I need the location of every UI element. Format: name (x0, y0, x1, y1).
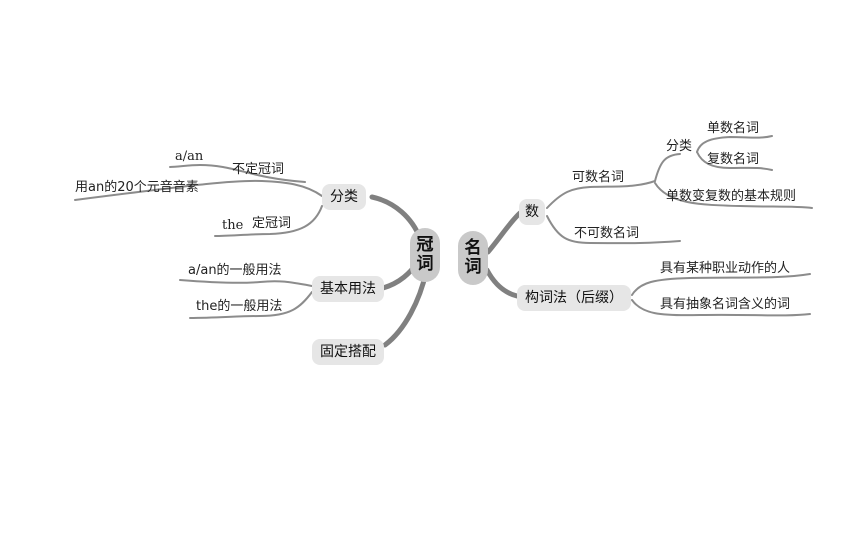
label-a-an: a/an (175, 149, 204, 164)
line-rule (654, 182, 813, 209)
branch-fenlei (369, 194, 423, 241)
label-definite-article: 定冠词 (252, 216, 292, 231)
branch-gouci (484, 267, 520, 299)
label-plural-rule: 单数变复数的基本规则 (666, 189, 797, 204)
label-the-usage: the的一般用法 (196, 299, 283, 314)
label-uncountable-noun: 不可数名词 (574, 226, 640, 241)
label-a-an-usage: a/an的一般用法 (188, 263, 282, 278)
line-uncountable (546, 215, 681, 245)
label-abstract-noun: 具有抽象名词含义的词 (660, 297, 791, 312)
node-number: 数 (519, 199, 545, 225)
line-plural (696, 151, 773, 171)
label-indefinite-article: 不定冠词 (232, 162, 285, 177)
label-an-vowel-sounds: 用an的20个元音音素 (75, 180, 199, 195)
line-a-an-usage (179, 279, 313, 287)
line-indefinite (169, 163, 306, 183)
root-node-noun: 名 词 (458, 231, 488, 285)
line-singular (696, 135, 773, 153)
line-occupation (631, 273, 811, 296)
root-node-article: 冠 词 (410, 228, 440, 282)
line-note (74, 179, 323, 201)
line-countable (546, 180, 656, 209)
branch-shu (485, 210, 523, 255)
label-plural-noun: 复数名词 (707, 152, 760, 167)
line-the-usage (189, 291, 313, 319)
node-word-formation: 构词法（后缀） (517, 285, 631, 311)
node-fixed-collocations: 固定搭配 (312, 339, 384, 365)
node-basic-usage: 基本用法 (312, 276, 384, 302)
label-the: the (222, 218, 244, 233)
line-abstract (631, 299, 811, 317)
label-singular-noun: 单数名词 (707, 121, 760, 136)
label-classification-right: 分类 (666, 139, 693, 154)
line-classification-right (654, 153, 681, 182)
label-countable-noun: 可数名词 (572, 170, 625, 185)
node-classification-left: 分类 (322, 184, 366, 210)
line-definite (214, 205, 323, 237)
label-occupation-person: 具有某种职业动作的人 (660, 261, 791, 276)
